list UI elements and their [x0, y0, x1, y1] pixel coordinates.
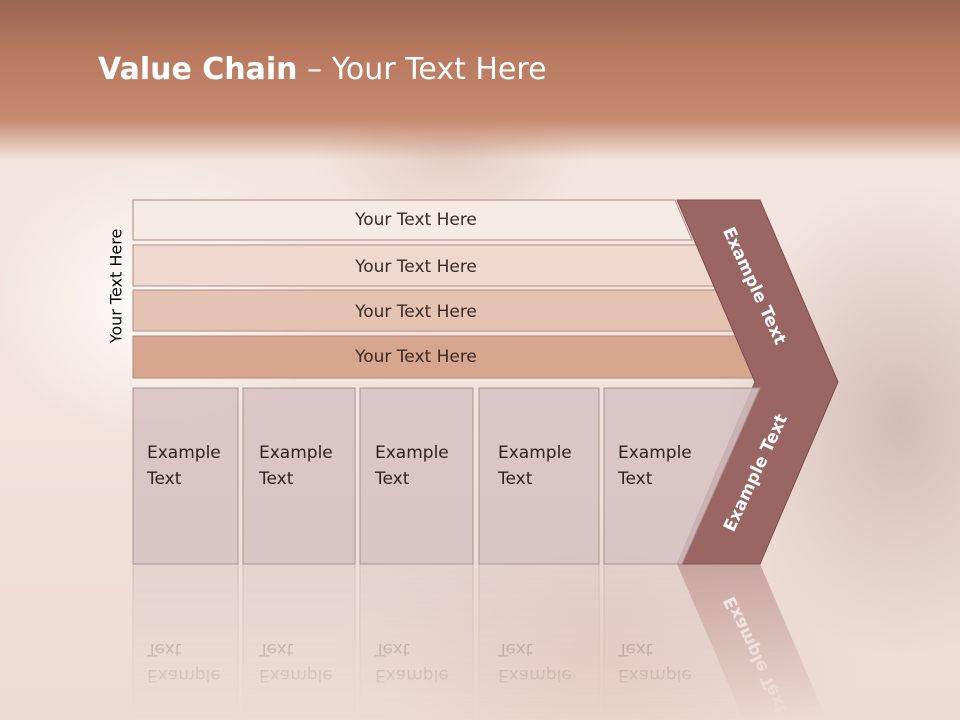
title-band [0, 0, 960, 160]
bar-4-label: Your Text Here [354, 347, 477, 367]
reflection-box-1-line1: Example [147, 665, 221, 685]
reflection-box-3 [359, 563, 474, 720]
box-3: Example Text [359, 387, 474, 565]
reflection-box-2 [242, 563, 356, 720]
box-1: Example Text [132, 387, 239, 565]
reflection-box-2-line2: Text [258, 639, 294, 659]
reflection-chevron [677, 564, 827, 720]
title-bold: Value Chain [98, 52, 298, 87]
box-4-shape [478, 387, 600, 565]
box-3-line1: Example [375, 443, 449, 463]
box-3-shape [359, 387, 474, 565]
bar-3: Your Text Here [132, 289, 739, 332]
box-5-line2: Text [617, 469, 653, 489]
box-row: Example Text Example Text Example Text E… [132, 387, 761, 565]
reflection-box-4-line1: Example [498, 665, 572, 685]
reflection-box-5-line2: Text [617, 639, 653, 659]
box-2-shape [242, 387, 356, 565]
box-2-line1: Example [259, 443, 333, 463]
box-4-line1: Example [498, 443, 572, 463]
box-2-line2: Text [258, 469, 294, 489]
reflection-box-2-line1: Example [259, 665, 333, 685]
bar-2: Your Text Here [132, 244, 716, 287]
slide-title: Value Chain – Your Text Here [98, 52, 547, 87]
reflection-box-4-line2: Text [497, 639, 533, 659]
bar-stack: Your Text Here Your Text Here Your Text … [132, 199, 763, 379]
reflection-box-3-line1: Example [375, 665, 449, 685]
box-4: Example Text [478, 387, 600, 565]
box-5-line1: Example [618, 443, 692, 463]
box-1-line2: Text [146, 469, 182, 489]
reflection-mirror: Example Text Example Text Example Text E… [132, 563, 827, 720]
reflection-box-4 [478, 563, 600, 720]
bar-4: Your Text Here [132, 335, 763, 379]
title-rest: – Your Text Here [297, 52, 547, 87]
box-1-line1: Example [147, 443, 221, 463]
box-3-line2: Text [374, 469, 410, 489]
bar-1-shape [132, 199, 693, 241]
box-4-line2: Text [497, 469, 533, 489]
reflection-box-5-line1: Example [618, 665, 692, 685]
box-2: Example Text [242, 387, 356, 565]
bar-3-label: Your Text Here [354, 302, 477, 322]
box-1-shape [132, 387, 239, 565]
bar-2-label: Your Text Here [354, 257, 477, 277]
box-5: Example Text [603, 387, 761, 565]
bar-1: Your Text Here [132, 199, 693, 241]
reflection: Example Text Example Text Example Text E… [132, 563, 827, 720]
reflection-box-3-line2: Text [374, 639, 410, 659]
bar-1-label: Your Text Here [354, 210, 477, 230]
reflection-box-1-line2: Text [146, 639, 182, 659]
reflection-box-1 [132, 563, 239, 720]
